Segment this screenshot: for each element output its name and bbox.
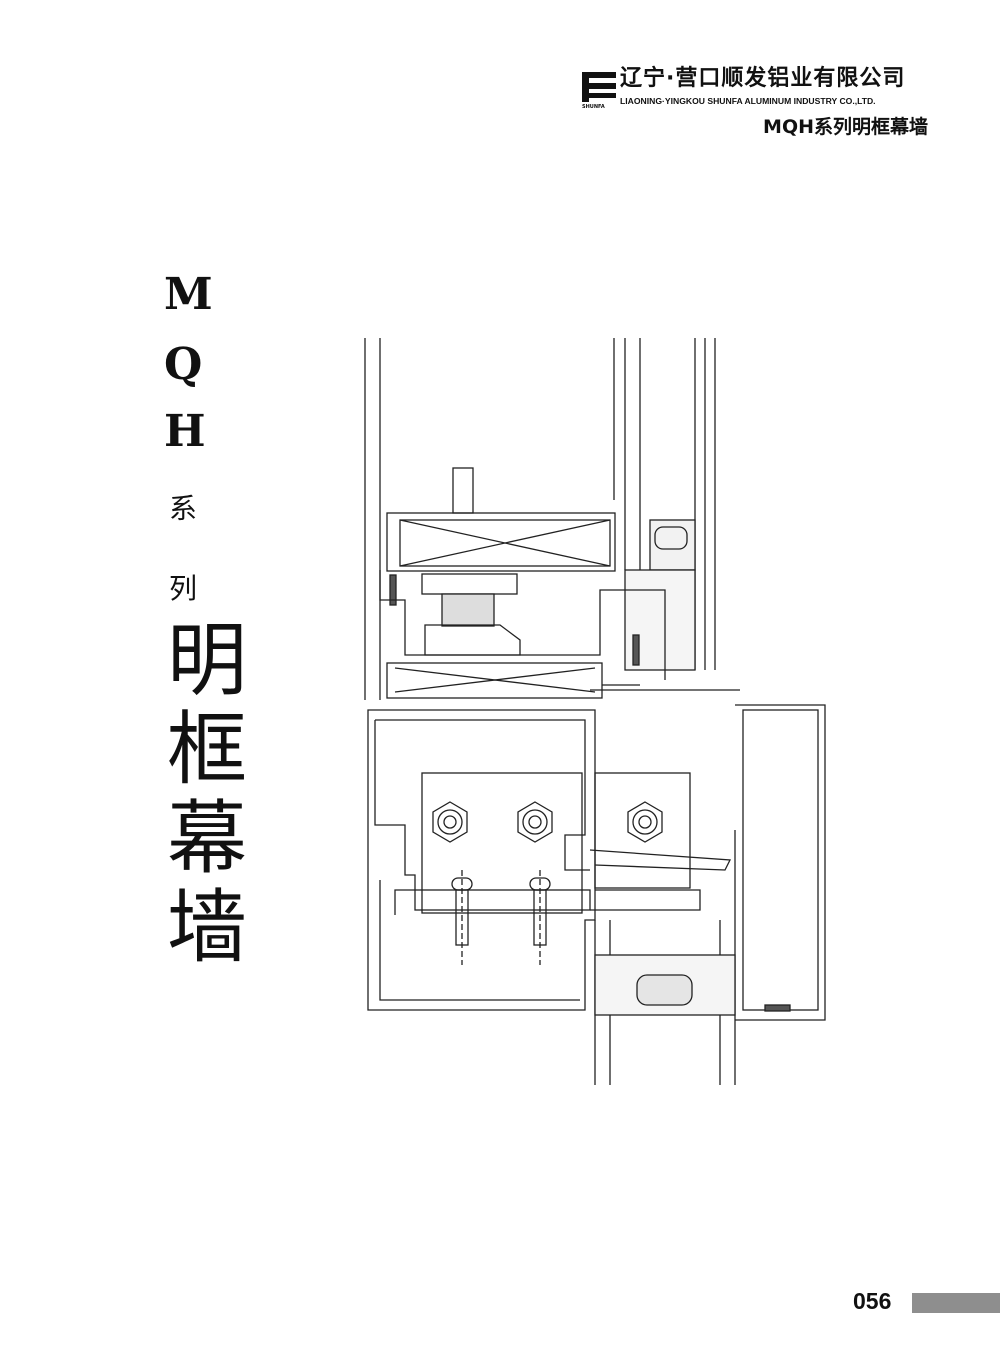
title-char: 框 xyxy=(167,703,247,796)
title-char: 明 xyxy=(167,614,247,707)
series-title: MQH系列明框幕墙 xyxy=(763,116,928,138)
title-char: Q xyxy=(164,339,203,390)
title-char: 墙 xyxy=(167,881,247,974)
title-char: H xyxy=(164,406,206,457)
title-char: 幕 xyxy=(167,792,247,885)
curtain-wall-section-drawing-icon xyxy=(364,338,826,1085)
shunfa-logo-icon xyxy=(582,72,616,102)
logo-text: SHUNFA xyxy=(582,104,605,110)
company-name-en: LIAONING·YINGKOU SHUNFA ALUMINUM INDUSTR… xyxy=(620,96,876,106)
title-char: 系 xyxy=(168,492,197,525)
title-char: M xyxy=(164,269,213,320)
company-name-cn: 辽宁·营口顺发铝业有限公司 xyxy=(620,66,906,91)
page-number: 056 xyxy=(853,1288,892,1314)
title-char: 列 xyxy=(168,572,197,605)
page-number-bar xyxy=(912,1293,1000,1313)
